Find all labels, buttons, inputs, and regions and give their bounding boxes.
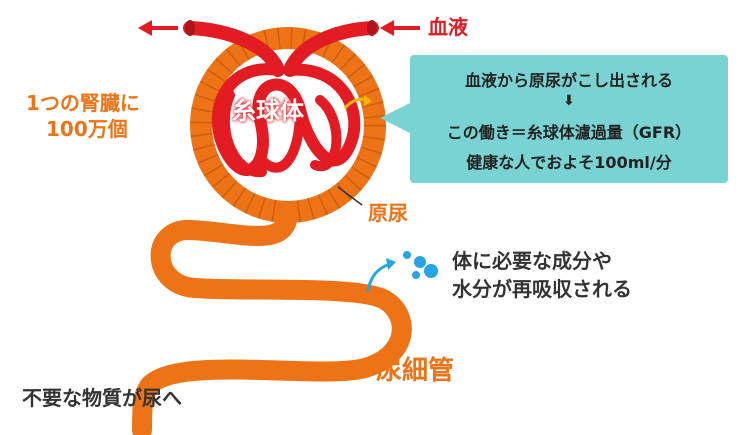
blood-label: 血液 [428, 15, 468, 39]
kidney-count-label-line2: 100万個 [46, 117, 128, 141]
glomerulus-label: 糸球体 [232, 97, 304, 125]
callout-line2: この働き＝糸球体濾過量（GFR） [446, 123, 692, 142]
glomerulus-vessels [183, 20, 379, 178]
blood-in-arrow [380, 20, 420, 36]
gfr-callout: 血液から原尿がこし出される ⬇ この働き＝糸球体濾過量（GFR） 健康な人でおよ… [410, 55, 728, 183]
reabsorption-arrow [366, 262, 391, 293]
water-drop-icon [424, 264, 438, 278]
reabsorption-arrow-head [386, 258, 396, 270]
reabsorb-label-line1: 体に必要な成分や [452, 249, 612, 273]
bowman-capsule-segments [190, 27, 386, 223]
blood-out-arrow [138, 20, 178, 36]
kidney-count-label-line1: 1つの腎臓に [26, 91, 140, 115]
water-drop-icon [412, 271, 420, 279]
waste-label: 不要な物質が尿へ [22, 386, 182, 410]
callout-line1: 血液から原尿がこし出される [464, 71, 673, 90]
urine-label: 原尿 [368, 201, 408, 225]
reabsorb-label-line2: 水分が再吸収される [452, 277, 632, 301]
callout-line3: 健康な人でおよそ100ml/分 [466, 153, 672, 172]
callout-pointer [380, 102, 412, 134]
water-drop-icon [414, 256, 426, 268]
water-drop-icon [403, 251, 411, 259]
glomerulus-arrow-head [364, 95, 372, 106]
down-arrow-icon: ⬇ [563, 93, 575, 109]
urine-leader-line [337, 186, 363, 206]
tubule-label: 尿細管 [376, 356, 455, 386]
renal-tubule [132, 202, 412, 435]
